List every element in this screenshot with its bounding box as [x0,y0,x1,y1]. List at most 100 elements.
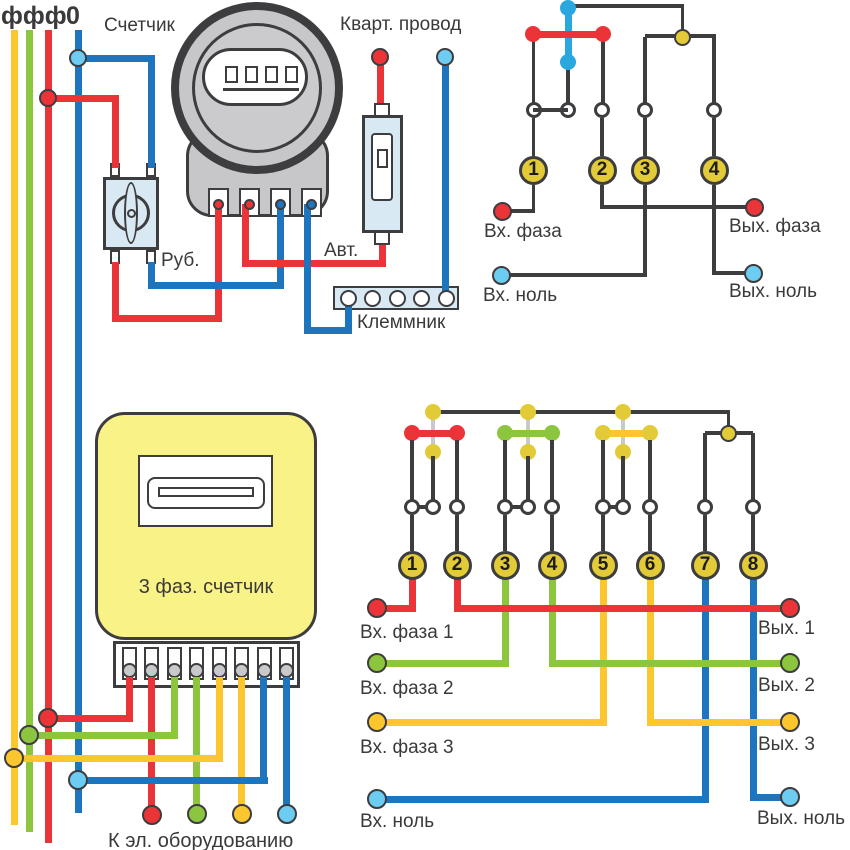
sch1-screw [594,102,610,118]
sch2-screw [615,499,631,515]
sch2-screw [595,499,611,515]
sch1-wire [601,38,605,104]
sch1-in-neutral-label: Вх. ноль [483,285,558,306]
sch1-wire [600,184,604,209]
sch2-lead [375,604,416,612]
sch2-lead [749,793,791,801]
terminal-number: 6 [644,554,656,575]
sch1-phase-dot [525,26,541,42]
meter-to-block-wire [303,204,311,334]
neutral-tap-wire [147,58,155,168]
sch2-wire [703,433,707,500]
sch2-jumper-dot [642,425,658,441]
sch1-wire [531,118,536,156]
sch2-jumper-dot [497,425,513,441]
meter-digit [285,66,298,83]
meter-to-block-wire [344,300,352,334]
sch1-in-neutral-dot [491,265,511,285]
sch2-wire [703,515,707,551]
sch2-lead [453,578,461,612]
sch2-jumper-phase3 [603,429,650,437]
sch2-junction-dot [719,424,737,442]
sch1-wire [600,118,604,156]
sch2-out1-label: Вых. 1 [758,618,815,639]
sch2-wire [410,440,414,500]
sch2-screw [642,499,658,515]
load-dot [141,805,162,825]
sch2-terminal-6: 6 [635,550,665,580]
load-dot [186,804,207,824]
sch2-lead [375,795,709,803]
sch2-tap-dot [615,444,631,460]
meter-digit [265,66,278,83]
sch2-lead [599,578,607,726]
sch1-wire [568,4,684,8]
strip-screw [144,662,159,678]
strip-screw [166,662,182,678]
sch1-in-phase-label: Вх. фаза [484,221,562,242]
block-out-wire [441,57,449,300]
meter3-wire [148,677,155,806]
meter3-wire [125,677,133,722]
terminal-number: 8 [747,554,759,575]
sch2-jumper-dot [449,425,465,441]
sch2-bus-dot [615,404,631,420]
sch2-bus-dot [425,404,441,420]
sch2-screw [544,499,560,515]
bus-neutral-wire [74,30,82,813]
meter3-wire [25,731,178,739]
sch1-wire [712,184,716,275]
meter3-wire [44,714,133,722]
sch2-out3-label: Вых. 3 [758,734,815,755]
breaker-out-wire [376,57,384,107]
load-dot [231,804,252,824]
sch1-wire [531,184,536,213]
sch1-neutral-dot [560,0,576,16]
sch2-wire [433,410,730,414]
bus-neutral-label: 0 [66,2,80,30]
meter-terminal-dot [306,198,317,210]
meter-to-block-wire [303,327,352,334]
sch2-jumper-dot [544,425,560,441]
switch-to-meter-phase-wire [111,314,222,322]
breaker-label: Авт. [324,240,359,261]
meter3-wire [74,776,268,784]
bus-tap-dot [19,725,39,745]
meter3-wire [238,677,245,805]
sch2-wire [601,515,605,551]
sch2-terminal-8: 8 [738,550,768,580]
sch2-wire [751,433,755,500]
sch2-bus-dot [520,404,536,420]
terminal-number: 3 [639,159,651,180]
sch2-lead [749,578,757,801]
sch2-lead [453,604,791,612]
sch1-neutral-dot [560,54,576,70]
switch-to-meter-neutral-wire [147,281,284,289]
terminal-number: 4 [708,159,720,180]
block-screw [437,289,455,307]
block-screw [413,289,430,307]
meter-to-breaker-wire [241,259,386,267]
terminal-number: 3 [499,554,511,575]
sch2-tap-dot [425,444,441,460]
sch2-out-neutral-label: Вых. ноль [757,808,846,829]
phase-tap-wire [48,94,119,102]
apartment-wire-label: Кварт. провод [340,14,462,35]
meter3-wire [215,677,223,762]
sch2-wire [410,515,414,551]
switch-to-meter-neutral-wire [276,204,284,289]
sch2-wire [550,515,554,551]
sch2-terminal-4: 4 [537,550,567,580]
block-screw [339,289,357,307]
sch1-phase-jumper [532,30,604,38]
sch2-screw [425,499,441,515]
strip-screw [211,662,227,678]
sch1-out-neutral-label: Вых. ноль [729,281,818,302]
meter-terminal-dot [275,198,286,210]
sch1-in-phase-dot [492,201,512,221]
sch1-wire [714,271,752,275]
meter-digit [225,66,238,83]
sch2-jumper-phase1 [412,429,457,437]
sch2-wire [503,515,507,551]
sch2-out-dot [780,787,800,807]
